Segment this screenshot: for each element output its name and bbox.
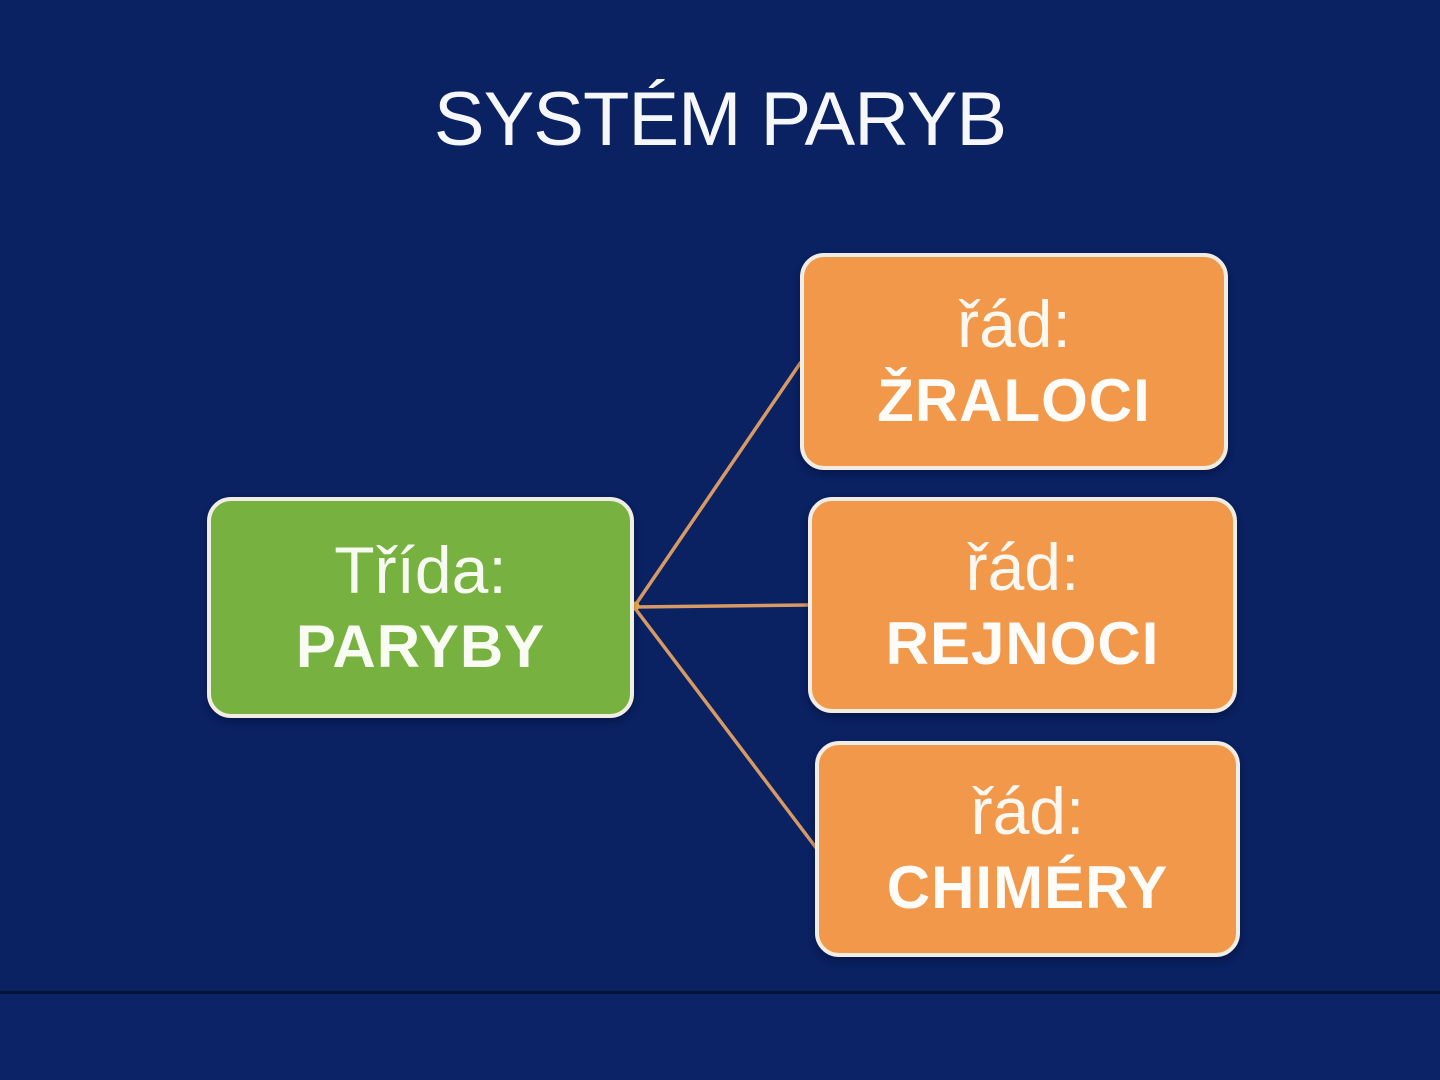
connector-root-to-zraloci — [632, 361, 803, 608]
root-node-label-main: PARYBY — [295, 612, 546, 680]
child-node-label-main: CHIMÉRY — [886, 854, 1169, 921]
diagram-node-chimery: řád: CHIMÉRY — [815, 741, 1240, 957]
root-node-label-top: Třída: — [334, 532, 507, 607]
footer-strip — [0, 994, 1440, 1080]
connector-root-to-chimery — [632, 605, 819, 851]
child-node-label-top: řád: — [970, 774, 1085, 848]
child-node-label-top: řád: — [965, 530, 1080, 604]
slide-title: SYSTÉM PARYB — [433, 77, 1007, 162]
connector-root-to-rejnoci — [633, 603, 810, 609]
child-node-label-main: REJNOCI — [885, 610, 1160, 677]
diagram-node-zraloci: řád: ŽRALOCI — [800, 253, 1228, 470]
diagram-node-rejnoci: řád: REJNOCI — [808, 497, 1237, 713]
child-node-label-top: řád: — [957, 286, 1071, 361]
child-node-label-main: ŽRALOCI — [877, 366, 1151, 434]
bottom-separator-line — [0, 991, 1440, 994]
diagram-node-root-paryby: Třída: PARYBY — [207, 497, 634, 718]
